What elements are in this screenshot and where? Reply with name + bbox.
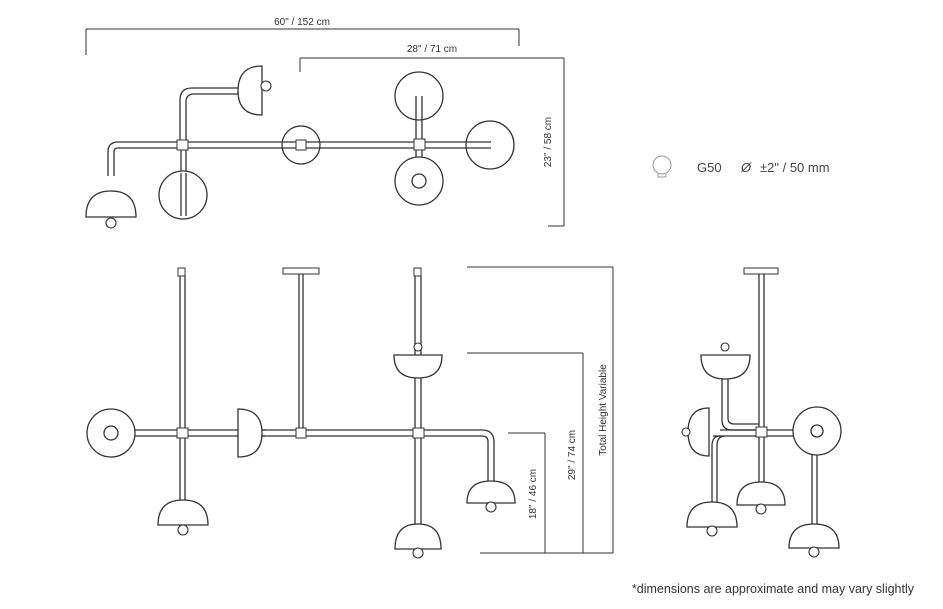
ceiling-canopy-side xyxy=(743,267,779,275)
shade-front-upper xyxy=(393,354,443,379)
shade-front-lower-left xyxy=(157,499,209,526)
disc-top-view-left xyxy=(158,170,208,220)
depth-label: 23" / 58 cm xyxy=(543,117,554,167)
bulb-diameter-label: ±2" / 50 mm xyxy=(760,160,830,175)
width-partial-dimension: 28" / 71 cm xyxy=(299,44,564,72)
bulb-model-label: G50 xyxy=(697,160,722,175)
top-view: 60" / 152 cm 28" / 71 cm 23" / 58 cm xyxy=(85,17,565,229)
front-view: 18" / 46 cm 29" / 74 cm Total Height Var… xyxy=(86,266,614,559)
height-mid-dimension: 29" / 74 cm xyxy=(467,352,584,553)
height-low-label: 18" / 46 cm xyxy=(528,469,539,519)
shade-side-lower-right xyxy=(788,523,840,549)
side-view xyxy=(681,267,842,558)
shade-front-side xyxy=(237,408,263,458)
diameter-symbol: Ø xyxy=(740,160,752,175)
shade-top-view-left xyxy=(85,190,137,229)
joint-top-1 xyxy=(176,139,189,151)
shade-top-view-upper xyxy=(237,65,272,116)
joint-top-2 xyxy=(413,138,426,151)
height-total-dimension: Total Height Variable xyxy=(467,266,614,554)
disc-top-view-right xyxy=(465,120,515,170)
ceiling-canopy-front xyxy=(282,267,320,275)
dimensions-footnote: *dimensions are approximate and may vary… xyxy=(632,582,915,596)
disc-top-view-upper xyxy=(394,71,444,121)
height-total-label: Total Height Variable xyxy=(598,364,609,456)
shade-front-end xyxy=(466,480,516,504)
shade-side-left xyxy=(687,407,710,457)
bulb-icon xyxy=(652,155,672,178)
height-low-dimension: 18" / 46 cm xyxy=(508,432,546,553)
shade-side-center xyxy=(736,481,786,506)
shade-side-lower-left xyxy=(686,501,738,528)
height-mid-label: 29" / 74 cm xyxy=(567,430,578,480)
width-total-dimension: 60" / 152 cm xyxy=(85,17,520,55)
depth-dimension: 23" / 58 cm xyxy=(543,58,565,227)
bulb-legend: G50 Ø ±2" / 50 mm xyxy=(652,155,830,178)
width-total-label: 60" / 152 cm xyxy=(274,17,330,28)
shade-front-lower-right xyxy=(394,523,442,550)
width-partial-label: 28" / 71 cm xyxy=(407,44,457,55)
shade-side-upper xyxy=(700,354,751,380)
